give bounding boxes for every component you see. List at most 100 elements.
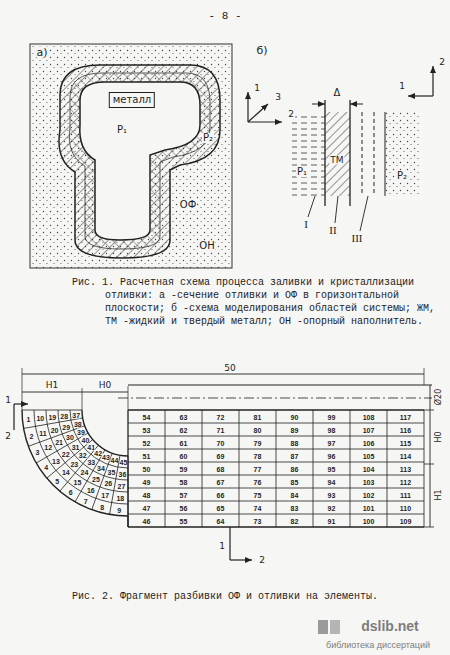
mesh-row-line (128, 449, 424, 450)
element-number: 75 (254, 491, 262, 498)
element-number: 104 (363, 465, 375, 472)
element-number: 36 (118, 470, 126, 477)
element-number: 77 (254, 465, 262, 472)
element-number: 37 (72, 411, 80, 418)
element-number: 82 (291, 517, 299, 524)
element-number: 44 (111, 457, 119, 464)
dimension-label: Δ (333, 88, 342, 98)
axis-label: 2 (438, 58, 446, 67)
element-number: 38 (74, 420, 82, 427)
element-number: 72 (217, 413, 225, 420)
mesh-column-line (165, 410, 166, 527)
element-number: 111 (400, 491, 411, 498)
element-number: 88 (291, 439, 299, 446)
element-number: 9 (117, 506, 121, 513)
mesh-column-line (276, 410, 277, 527)
dimension-tick (424, 527, 434, 528)
element-number: 86 (291, 465, 299, 472)
element-number: 25 (92, 475, 100, 482)
axis-label: 1 (253, 84, 261, 93)
element-number: 28 (60, 412, 68, 419)
region-label: ТМ (329, 156, 344, 165)
element-number: 95 (328, 465, 336, 472)
mesh-row-line (128, 409, 424, 410)
element-number: 67 (217, 478, 225, 485)
section-mark: 1 (218, 542, 226, 551)
axis-arrow (432, 66, 433, 96)
element-number: 109 (400, 517, 412, 524)
pressure-label: P₂ (396, 171, 408, 181)
element-number: 49 (143, 478, 151, 485)
element-number: 61 (180, 439, 188, 446)
element-number: 71 (217, 426, 225, 433)
dimension-label: Ø20 (435, 388, 443, 406)
element-number: 24 (80, 469, 88, 476)
axis-arrow (248, 104, 268, 122)
element-number: 76 (254, 478, 262, 485)
axis-label: 1 (398, 82, 406, 91)
mesh-row-line (128, 475, 424, 476)
mesh-radial-line (36, 433, 88, 463)
dimension-tick (424, 410, 434, 411)
axis-arrow (247, 92, 248, 122)
element-number: 102 (363, 491, 375, 498)
zone-numeral: III (351, 233, 364, 244)
zone-numeral: I (303, 219, 309, 230)
leader-line (308, 196, 315, 217)
mesh-column-line (387, 410, 388, 527)
extension-line (82, 388, 83, 410)
element-number: 93 (328, 491, 336, 498)
watermark: dslib.net (360, 619, 420, 633)
axis-arrow (248, 121, 282, 122)
dimension-line (22, 392, 128, 393)
leader-line (335, 196, 338, 223)
element-number: 23 (70, 460, 78, 467)
element-number: 45 (120, 458, 128, 465)
element-number: 48 (143, 491, 151, 498)
leader-line (360, 196, 368, 231)
mesh-row-line (128, 488, 424, 489)
solid-metal-region (325, 112, 350, 196)
axis-line (118, 398, 432, 399)
element-number: 40 (81, 436, 89, 443)
element-number: 78 (254, 452, 262, 459)
boundary-line (324, 100, 325, 206)
dimension-tick (424, 464, 434, 465)
element-number: 21 (55, 439, 63, 446)
mesh-column-line (202, 410, 203, 527)
element-number: 60 (180, 452, 188, 459)
section-line (229, 527, 230, 560)
element-number: 70 (217, 439, 225, 446)
element-number: 13 (52, 457, 60, 464)
element-number: 43 (102, 454, 110, 461)
element-number: 58 (180, 478, 188, 485)
shell-layer (69, 73, 210, 249)
mesh-column-line (239, 410, 240, 527)
layer-line (362, 112, 363, 196)
element-number: 96 (328, 452, 336, 459)
element-number: 59 (180, 465, 188, 472)
dimension-label: 50 (223, 364, 236, 373)
element-number: 15 (74, 479, 82, 486)
element-number: 42 (94, 449, 102, 456)
element-number: 47 (143, 504, 151, 511)
mesh-radial-line (60, 445, 99, 491)
panel-letter: б) (255, 45, 268, 56)
figure-caption: Рис. 2. Фрагмент разбивки ОФ и отливки н… (72, 590, 444, 603)
element-number: 94 (328, 478, 336, 485)
element-number: 56 (180, 504, 188, 511)
element-number: 7 (84, 497, 88, 504)
element-number: 79 (254, 439, 262, 446)
mesh-row-line (128, 514, 424, 515)
element-number: 11 (39, 429, 46, 436)
element-number: 89 (291, 426, 299, 433)
extension-line (424, 368, 425, 385)
pressure-label: P₁ (116, 125, 128, 135)
metal-region (80, 82, 200, 240)
mesh-column-line (424, 410, 425, 527)
mesh-column-line (350, 410, 351, 527)
pressure-label: P₁ (296, 167, 308, 177)
dimension-label: H1 (45, 381, 60, 390)
element-number: 51 (143, 452, 151, 459)
